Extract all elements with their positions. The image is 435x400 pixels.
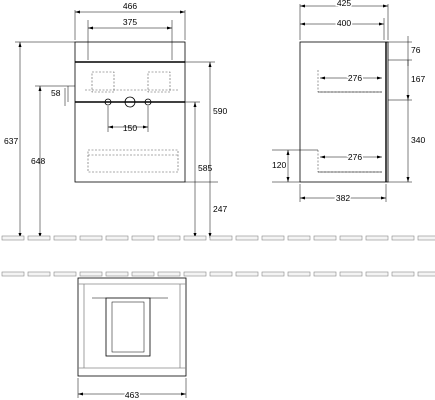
dim-front-inner-width-label: 375 [123,17,137,27]
dim-front-height-right: 590 [185,61,227,238]
plan-cabinet-outline [77,277,187,377]
floor-tile [391,235,415,241]
floor-tile [261,271,285,277]
dim-side-top-offset: 76 [388,36,421,66]
plan-view: 463 [77,277,187,400]
floor-tile [235,271,259,277]
floor-tile [313,271,337,277]
dim-side-lower-drawer-label: 276 [348,152,362,162]
floor-tile [53,271,77,277]
dim-side-lower-gap: 340 [388,100,425,183]
dim-front-height-right-label: 590 [213,106,227,116]
dim-side-upper-drawer: 276 [320,72,382,85]
dim-front-floor-gap-label: 247 [213,204,227,214]
dim-side-inner-depth: 400 [300,17,385,40]
dim-side-depth: 425 [299,0,389,40]
floor-tile [53,235,77,241]
dim-side-inner-depth-label: 400 [337,18,351,28]
front-waste-hole-left [104,98,112,106]
dim-front-left-offset-label: 58 [51,88,61,98]
floor-tile [287,235,311,241]
dim-side-bottom-depth-label: 382 [336,193,350,203]
front-upper-drawer-cutout-right [147,71,171,93]
dim-front-overall-height-label: 637 [4,136,18,146]
side-view: 425 400 276 276 76 [272,0,425,205]
floor-tile-row-top [1,235,435,241]
dim-plan-width-label: 463 [125,390,139,400]
floor-tile [79,271,103,277]
dim-front-height-left-label: 648 [31,156,45,166]
floor-tile [365,271,389,277]
dim-front-floor-gap: 247 [185,181,227,238]
floor-tile [157,271,181,277]
floor-tile [209,271,233,277]
dim-side-lower-left-label: 120 [272,160,286,170]
floor-tile [131,271,155,277]
floor-tile [105,271,129,277]
dim-side-upper-gap: 167 [388,60,425,101]
plan-siphon-cutout [105,297,151,357]
dim-side-upper-drawer-label: 276 [348,73,362,83]
floor-tile-row-bottom [1,271,435,277]
front-lower-drawer-box [87,149,179,173]
front-waste-hole-right [144,98,152,106]
dim-side-top-offset-label: 76 [411,45,421,55]
plan-siphon-inner [111,301,145,353]
floor-tile [131,235,155,241]
dim-side-bottom-depth: 382 [299,184,387,205]
floor-tile [157,235,181,241]
front-upper-drawer-cutout-left [91,71,115,93]
floor-tile [209,235,233,241]
floor-tile [313,235,337,241]
dim-front-overall-height: 637 [4,41,75,238]
dim-side-upper-gap-label: 167 [411,74,425,84]
dim-front-left-offset: 58 [51,86,69,106]
dim-front-inner-width: 375 [87,17,173,60]
dim-side-lower-drawer: 276 [320,151,382,164]
dim-front-width-label: 466 [123,1,137,11]
floor-tile [261,235,285,241]
dim-plan-width: 463 [77,378,187,400]
side-cabinet-outline [299,41,389,183]
floor-tile [287,271,311,277]
dim-front-height-left: 648 [31,85,75,238]
floor-tile [183,271,207,277]
floor-tile [1,271,25,277]
dim-front-lower-height: 585 [185,101,212,238]
dim-side-depth-label: 425 [337,0,351,8]
floor-tile [365,235,389,241]
dim-front-width: 466 [74,1,186,40]
floor-tile [235,235,259,241]
floor-tile [417,235,435,241]
dim-front-lower-height-label: 585 [198,163,212,173]
front-view: 466 375 637 648 [4,1,227,238]
dim-front-holes-spacing: 150 [107,106,149,133]
floor-tile [391,271,415,277]
floor-tile [79,235,103,241]
front-cabinet-outline [74,41,186,183]
front-waste-hole-center [124,96,136,108]
floor-tile [27,271,51,277]
dim-side-lower-gap-label: 340 [411,135,425,145]
floor-tile [183,235,207,241]
floor-tile [339,235,363,241]
floor-tile [1,235,25,241]
floor-tile [417,271,435,277]
floor-tile [339,271,363,277]
dim-side-lower-left: 120 [272,149,318,183]
dim-front-holes-spacing-label: 150 [123,123,137,133]
floor-tile [105,235,129,241]
floor-tile [27,235,51,241]
